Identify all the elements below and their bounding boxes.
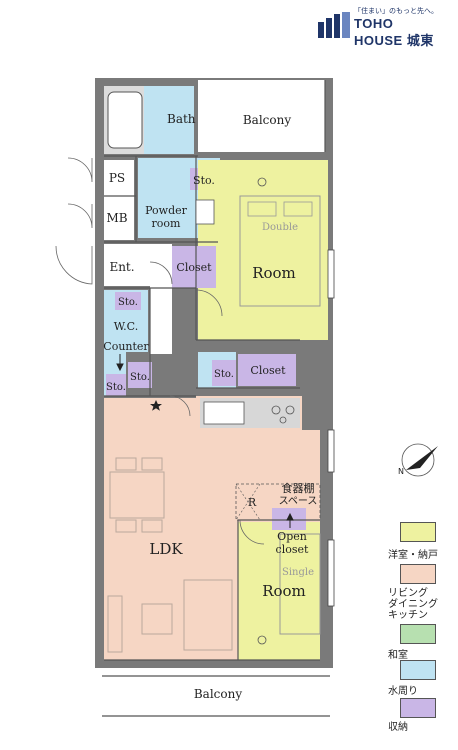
bathtub [107, 91, 143, 149]
room-lower-label: Room [262, 582, 306, 600]
sto-wc-area [115, 292, 141, 310]
closet-mid-label: Closet [250, 364, 286, 377]
balcony-top-label: Balcony [243, 113, 291, 127]
svg-text:N: N [398, 467, 404, 476]
single-label: Single [282, 567, 314, 578]
shaft-area [104, 160, 134, 240]
legend-swatch [400, 660, 436, 680]
legend-label: リビング ダイニング キッチン [388, 588, 438, 621]
room-lower-area [238, 522, 320, 660]
sink [195, 199, 215, 225]
windows [327, 249, 335, 607]
ldk-label: LDK [149, 540, 183, 558]
r-mark-label: R [248, 496, 257, 509]
brand-name-line2: HOUSE 城東 [354, 33, 434, 48]
wc-label: W.C. [114, 320, 138, 333]
legend-label: 和室 [388, 650, 408, 661]
counter-label: Counter [103, 340, 149, 353]
legend-swatch [400, 564, 436, 584]
partitions [102, 80, 330, 717]
ent-label: Ent. [109, 260, 134, 274]
hall-area [150, 244, 172, 354]
balcony-bottom-label: Balcony [194, 687, 242, 701]
brand: 「住まい」のもっと先へ。 TOHO HOUSE 城東 [316, 6, 456, 48]
bath-label: Bath [167, 112, 196, 126]
closet-ent-area [172, 246, 216, 288]
ldk-area [104, 398, 238, 660]
compass-icon: N [398, 443, 438, 477]
star-icon [150, 400, 162, 411]
mb-label: MB [106, 211, 127, 225]
entrance-area [104, 244, 150, 286]
powder-room-label-2: room [152, 217, 182, 230]
sto-left2-label: Sto. [130, 372, 150, 383]
open-closet-label-2: closet [276, 543, 309, 556]
legend-label: 水周り [388, 686, 418, 697]
toho-house-logo [318, 12, 350, 38]
sto-powder-label: Sto. [193, 174, 215, 187]
single-bed [279, 533, 321, 635]
sto-mid-label: Sto. [214, 369, 234, 380]
stove [271, 405, 295, 424]
balcony-top-area [198, 80, 325, 152]
sto-left1-area [106, 374, 126, 396]
arrows [116, 354, 294, 528]
legend-swatch [400, 698, 436, 718]
open-closet-label-1: Open [277, 530, 307, 543]
ceiling-lights [257, 177, 267, 645]
dining-set [109, 457, 165, 533]
brand-tagline: 「住まい」のもっと先へ。 [354, 7, 438, 15]
closet-ent-label: Closet [176, 261, 212, 274]
closet-mid-area [238, 354, 296, 386]
double-bed [239, 195, 321, 307]
powder-room-label-1: Powder [145, 204, 188, 217]
pantry-space [235, 483, 321, 521]
double-label: Double [262, 222, 298, 233]
legend-swatch [400, 522, 436, 542]
pantry-label: 食器棚 [282, 481, 315, 495]
door-swings [55, 157, 265, 545]
dining-extension-area [238, 430, 320, 522]
balcony-bottom-area [102, 676, 330, 716]
room-upper-label: Room [252, 264, 296, 282]
legend-swatch [400, 624, 436, 644]
legend-label: 洋室・納戸 [388, 550, 438, 561]
ps-label: PS [109, 171, 125, 185]
brand-name-line1: TOHO [354, 16, 394, 31]
sto-left1-label: Sto. [106, 382, 126, 393]
room-upper-area [198, 160, 328, 340]
kitchen-sink [203, 401, 245, 425]
legend-label: 収納 [388, 722, 408, 733]
sofa-set [107, 579, 233, 653]
sto-wc-label: Sto. [118, 297, 138, 308]
sto-left2-area [128, 362, 152, 388]
pantry-sub-label: スペース [279, 496, 318, 507]
sto-mid-area [212, 360, 236, 386]
